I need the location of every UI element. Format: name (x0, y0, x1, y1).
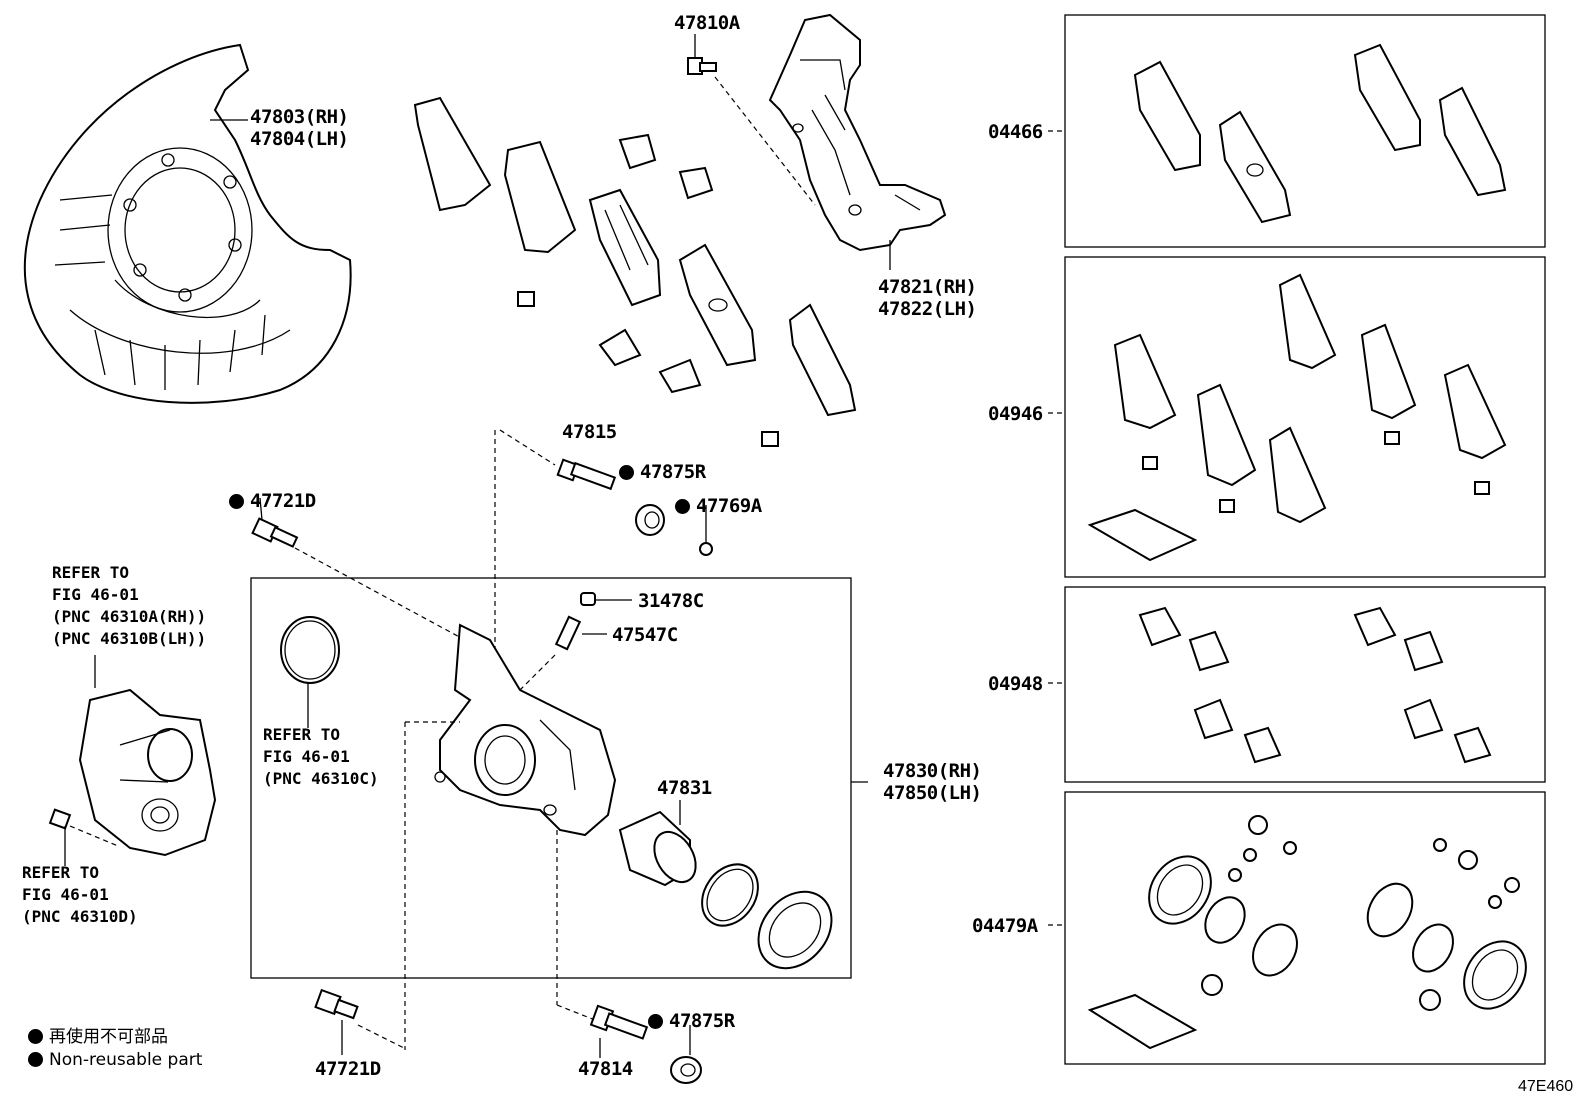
bleeder-cap-31478c[interactable] (580, 592, 596, 606)
cap-47769a[interactable] (699, 542, 713, 556)
parking-brake-cylinder[interactable] (78, 688, 217, 857)
boot-47875r-bottom[interactable] (670, 1056, 702, 1084)
label-47769a-text: 47769A (696, 495, 762, 517)
cylinder-reference-note: REFER TO FIG 46-01 (PNC 46310A(RH)) (PNC 46… (52, 562, 206, 650)
ref-line: FIG 46-01 (263, 747, 350, 766)
ref-line: (PNC 46310C) (263, 769, 379, 788)
figure-code: 47E460 (1518, 1078, 1574, 1095)
label-47547c: 47547C (612, 624, 678, 646)
non-reusable-dot (675, 499, 690, 514)
pad-shim-cluster[interactable] (413, 96, 857, 447)
ref-line: REFER TO (52, 563, 130, 582)
ref-line: FIG 46-01 (52, 585, 139, 604)
bolt-47721d-top[interactable] (251, 517, 299, 548)
ref-line: REFER TO (263, 725, 341, 744)
dust-shield[interactable] (23, 43, 352, 404)
kit-04479a-seals[interactable] (1087, 815, 1539, 1050)
bolt-reference-note: REFER TO FIG 46-01 (PNC 46310D) (22, 862, 138, 928)
legend-dot (28, 1029, 43, 1044)
ref-line: (PNC 46310A(RH)) (52, 607, 207, 626)
piston-47831[interactable] (618, 810, 704, 889)
seal-reference-note: REFER TO FIG 46-01 (PNC 46310C) (263, 724, 379, 790)
caliper-mounting[interactable] (768, 13, 947, 252)
kit-04948-box (1064, 586, 1546, 783)
non-reusable-dot (229, 494, 244, 509)
caliper-body[interactable] (434, 623, 617, 837)
label-kit-04466: 04466 (988, 121, 1043, 143)
kit-04466-pads[interactable] (1133, 43, 1507, 224)
label-47721d-bottom: 47721D (315, 1058, 381, 1080)
label-47769a: 47769A (675, 497, 762, 516)
legend-en: Non-reusable part (28, 1050, 202, 1070)
ref-line: (PNC 46310B(LH)) (52, 629, 207, 648)
bolt-47810a[interactable] (687, 57, 717, 75)
legend-jp-text: 再使用不可部品 (49, 1027, 168, 1047)
label-kit-04948: 04948 (988, 673, 1043, 695)
non-reusable-dot (619, 465, 634, 480)
label-47831: 47831 (657, 777, 712, 799)
guide-pin-47815[interactable] (556, 458, 617, 491)
label-47821-rh: 47821(RH) (878, 276, 977, 298)
kit-04479a-box (1064, 791, 1546, 1065)
legend-dot (28, 1052, 43, 1067)
label-31478c: 31478C (638, 590, 704, 612)
ref-line: FIG 46-01 (22, 885, 109, 904)
label-47721d-top: 47721D (229, 492, 316, 511)
label-47875r-bottom-text: 47875R (669, 1010, 735, 1032)
ref-line: REFER TO (22, 863, 100, 882)
bolt-ref-46310d[interactable] (48, 808, 72, 830)
kit-04946-shims[interactable] (1087, 273, 1507, 562)
label-47721d-top-text: 47721D (250, 490, 316, 512)
ref-line: (PNC 46310D) (22, 907, 138, 926)
bleeder-plug-47547c[interactable] (554, 615, 582, 651)
non-reusable-dot (648, 1014, 663, 1029)
label-47875r-top: 47875R (619, 463, 706, 482)
label-47830-rh: 47830(RH) (883, 760, 982, 782)
boot-47875r-top[interactable] (635, 504, 665, 536)
label-47803-rh: 47803(RH) (250, 106, 349, 128)
label-kit-04479a: 04479A (972, 915, 1038, 937)
piston-boot[interactable] (743, 877, 846, 982)
label-47822-lh: 47822(LH) (878, 298, 977, 320)
label-47875r-top-text: 47875R (640, 461, 706, 483)
label-47850-lh: 47850(LH) (883, 782, 982, 804)
kit-04466-box (1064, 14, 1546, 248)
kit-04946-box (1064, 256, 1546, 578)
caliper-assembly-box (250, 577, 852, 979)
legend-en-text: Non-reusable part (49, 1050, 203, 1070)
label-47875r-bottom: 47875R (648, 1012, 735, 1031)
kit-04948-clips[interactable] (1138, 606, 1492, 764)
label-kit-04946: 04946 (988, 403, 1043, 425)
label-47815: 47815 (562, 421, 617, 443)
label-47804-lh: 47804(LH) (250, 128, 349, 150)
label-47814: 47814 (578, 1058, 633, 1080)
seal-ref-ring[interactable] (280, 616, 340, 684)
legend-jp: 再使用不可部品 (28, 1022, 168, 1047)
label-47810a: 47810A (674, 12, 740, 34)
piston-seal[interactable] (691, 854, 770, 937)
guide-pin-47814[interactable] (589, 1004, 649, 1040)
bolt-47721d-bottom[interactable] (314, 988, 359, 1020)
